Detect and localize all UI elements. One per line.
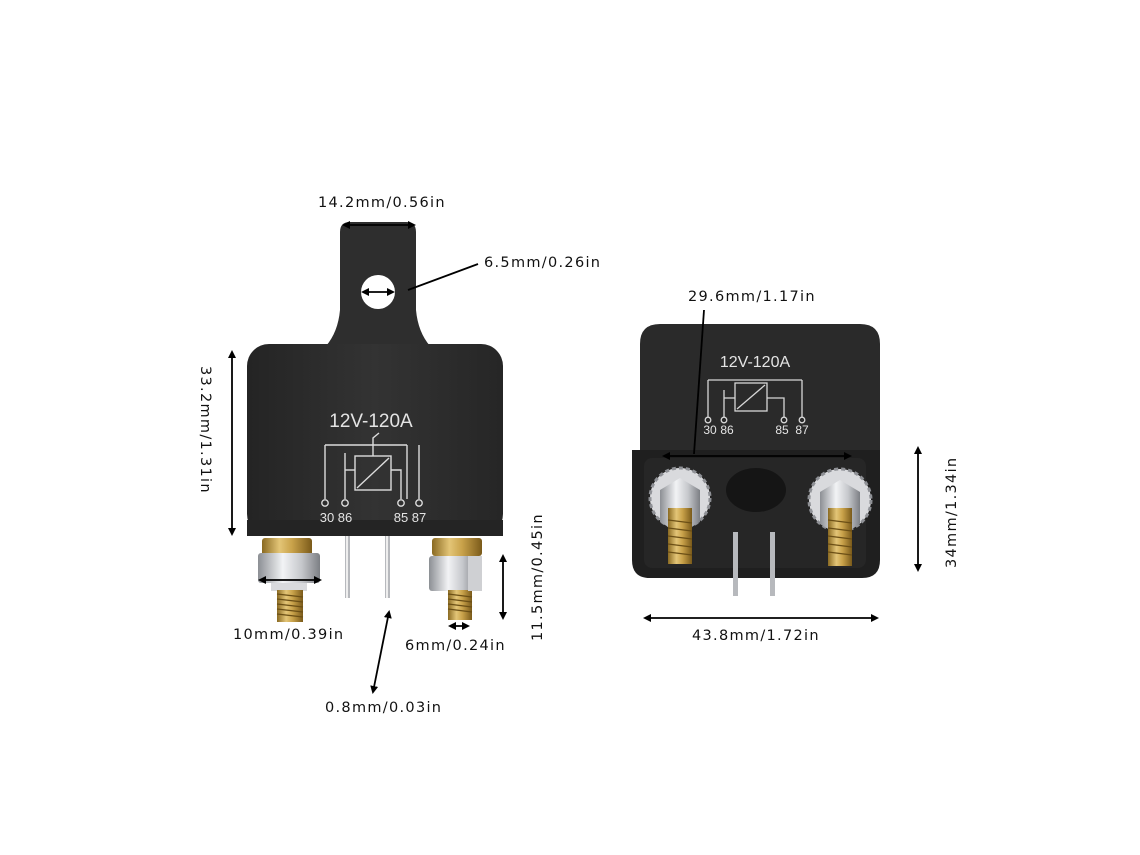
pin-label-86-front: 86 [338, 510, 352, 525]
front-relay: 12V-120A 30 86 85 87 [247, 222, 503, 622]
stud-terminal-right-side [807, 467, 873, 566]
relay-body-front [247, 344, 503, 536]
pin-label-87-side: 87 [795, 423, 809, 437]
label-stud-diameter: 6mm/0.24in [405, 638, 506, 654]
pin-label-86-side: 86 [720, 423, 734, 437]
pin-label-30-side: 30 [703, 423, 717, 437]
pin-label-87-front: 87 [412, 510, 426, 525]
stud-terminal-left-side [648, 466, 712, 564]
label-inner-width: 29.6mm/1.17in [688, 289, 816, 305]
label-hole-diameter: 6.5mm/0.26in [484, 255, 602, 271]
pin-label-85-side: 85 [775, 423, 789, 437]
label-nut-width: 10mm/0.39in [233, 627, 345, 643]
spade-pins-side [733, 532, 775, 596]
label-side-height: 34mm/1.34in [944, 456, 960, 568]
circuit-schematic-front [321, 432, 423, 507]
label-stud-length: 11.5mm/0.45in [530, 513, 546, 641]
stud-terminal-left-front [258, 538, 320, 622]
pin-label-85-front: 85 [394, 510, 408, 525]
rating-label-side: 12V-120A [720, 354, 791, 371]
side-relay: 12V-120A 30 86 85 87 [632, 324, 880, 596]
dimension-lines [228, 221, 922, 694]
rating-label-front: 12V-120A [329, 411, 413, 432]
stud-terminal-right-front [429, 538, 482, 620]
label-pin-thickness: 0.8mm/0.03in [325, 700, 443, 716]
circuit-schematic-side [704, 379, 806, 424]
pin-label-30-front: 30 [320, 510, 334, 525]
label-mount-width: 14.2mm/0.56in [318, 195, 446, 211]
label-overall-width: 43.8mm/1.72in [692, 628, 820, 644]
spade-pins-front [345, 536, 390, 598]
label-body-height: 33.2mm/1.31in [197, 366, 213, 494]
